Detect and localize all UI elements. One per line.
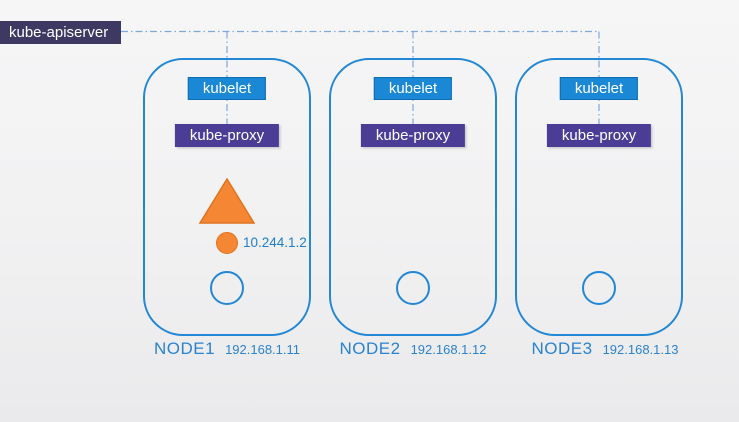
- node1-box: kubelet kube-proxy 10.244.1.2: [143, 58, 311, 336]
- node3-name-label: NODE3: [531, 339, 593, 358]
- empty-container-circle-icon: [210, 271, 244, 305]
- node1-kubelet-box: kubelet: [187, 77, 267, 100]
- pod-ip-label: 10.244.1.2: [243, 235, 307, 250]
- node1-kube-proxy-box: kube-proxy: [174, 124, 280, 147]
- node3-caption: NODE3 192.168.1.13: [521, 339, 689, 359]
- node3-kubelet-box: kubelet: [559, 77, 639, 100]
- node2-name-label: NODE2: [339, 339, 401, 358]
- orange-pod-dot-icon: [216, 232, 238, 254]
- node1-name-label: NODE1: [153, 339, 216, 358]
- node3-kube-proxy-box: kube-proxy: [546, 124, 652, 147]
- node3-box: kubelet kube-proxy: [515, 58, 683, 336]
- node1-caption: NODE1 192.168.1.11: [143, 339, 311, 359]
- node2-kubelet-box: kubelet: [373, 77, 453, 100]
- empty-container-circle-icon: [396, 271, 430, 305]
- kube-apiserver-box: kube-apiserver: [0, 21, 121, 44]
- node2-kube-proxy-box: kube-proxy: [360, 124, 466, 147]
- node2-box: kubelet kube-proxy: [329, 58, 497, 336]
- orange-triangle-pod-icon: [198, 177, 256, 224]
- node2-caption: NODE2 192.168.1.12: [329, 339, 497, 359]
- node3-ip-label: 192.168.1.13: [602, 342, 679, 357]
- empty-container-circle-icon: [582, 271, 616, 305]
- node2-ip-label: 192.168.1.12: [410, 342, 487, 357]
- node1-ip-label: 192.168.1.11: [225, 342, 301, 357]
